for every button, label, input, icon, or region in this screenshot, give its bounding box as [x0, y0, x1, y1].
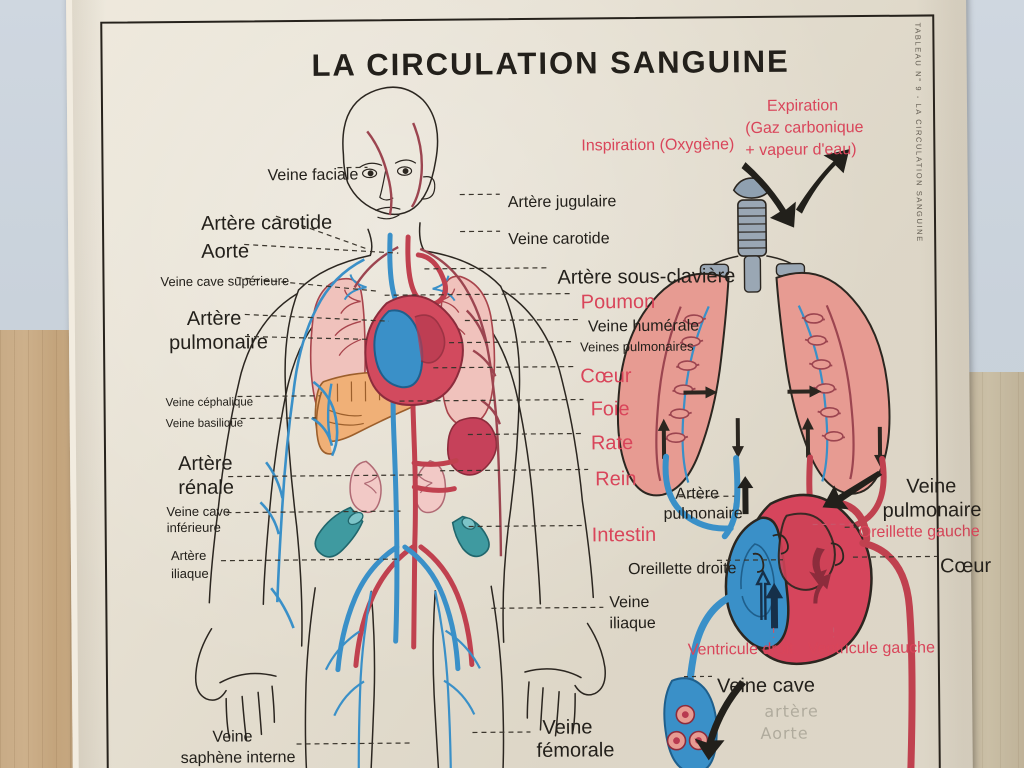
anatomy-label-left-15: saphène interne: [180, 749, 296, 768]
margin-imprint: TABLEAU N° 9 - LA CIRCULATION SANGUINE: [913, 22, 925, 243]
anatomy-label-right-3: Poumon: [580, 290, 656, 314]
intestine-organ: [314, 506, 490, 558]
anatomy-label-right-13: Veine: [542, 716, 593, 739]
anatomy-label-left-9: rénale: [178, 476, 235, 500]
heart-organ-body: [364, 294, 464, 407]
leader-lines-body: [220, 166, 604, 745]
inspiration-label: Inspiration (Oxygène): [581, 136, 735, 155]
lung-capillaries: [655, 304, 855, 483]
anatomical-poster: LA CIRCULATION SANGUINE: [66, 0, 991, 768]
anatomy-label-right-5: Veines pulmonaires: [580, 338, 694, 355]
circulation-schematic: [616, 149, 937, 768]
anatomy-label-right-12: iliaque: [609, 614, 656, 633]
schematic-label-6: Cœur: [939, 554, 992, 578]
pencil-note-artere: artère: [764, 701, 819, 721]
anatomy-label-right-2: Artère sous-clavière: [557, 265, 736, 289]
anatomy-label-left-11: inférieure: [166, 519, 221, 536]
respiration-arrows: [694, 149, 883, 761]
schematic-flow-arrows: [737, 476, 754, 515]
anatomy-label-left-7: Veine basilique: [165, 417, 244, 431]
lung-right-schematic: [775, 271, 891, 495]
anatomy-label-left-1: Artère carotide: [200, 211, 333, 235]
anatomy-label-right-0: Artère jugulaire: [507, 193, 617, 212]
schematic-label-9: Veine cave: [716, 674, 816, 698]
expiration-label-line1: Expiration: [766, 97, 839, 115]
anatomy-label-left-5: pulmonaire: [168, 331, 269, 355]
schematic-label-4: Oreillette gauche: [858, 523, 980, 542]
anatomy-label-left-10: Veine cave: [166, 503, 231, 520]
schematic-label-2: Veine: [906, 475, 957, 498]
expiration-label-line2: (Gaz carbonique: [745, 119, 864, 138]
schematic-label-8: Ventricule gauche: [807, 639, 936, 658]
schematic-label-1: pulmonaire: [663, 505, 743, 523]
anatomy-label-right-4: Veine humérale: [587, 317, 700, 336]
anatomy-label-left-13: iliaque: [170, 565, 209, 582]
heart-schematic: [724, 493, 873, 666]
anatomy-label-right-11: Veine: [609, 593, 650, 612]
schematic-label-5: Oreillette droite: [627, 560, 737, 579]
anatomy-label-left-2: Aorte: [201, 240, 250, 263]
anatomy-label-left-0: Veine faciale: [267, 166, 359, 185]
anatomy-label-left-12: Artère: [170, 547, 207, 564]
anatomy-label-right-7: Foie: [590, 398, 630, 421]
anatomy-label-left-4: Artère: [186, 307, 242, 330]
anatomy-label-right-1: Veine carotide: [508, 230, 610, 249]
anatomy-label-right-10: Intestin: [591, 523, 657, 547]
anatomy-label-right-9: Rein: [595, 468, 637, 491]
schematic-label-7: Ventricule droit: [687, 640, 794, 659]
anatomy-label-left-3: Veine cave supérieure: [160, 273, 290, 290]
venous-branches: [259, 258, 365, 629]
anatomy-label-left-8: Artère: [178, 452, 233, 476]
anatomy-label-left-6: Veine céphalique: [165, 396, 254, 410]
anatomy-label-right-8: Rate: [590, 432, 634, 455]
pencil-note-aorte: Aorte: [760, 723, 809, 743]
leader-lines-schematic: [678, 495, 937, 561]
schematic-label-3: pulmonaire: [882, 499, 982, 522]
expiration-label-line3: + vapeur d'eau): [745, 141, 857, 160]
schematic-label-0: Artère: [675, 485, 720, 503]
spleen-organ: [446, 417, 498, 476]
anatomy-label-right-6: Cœur: [580, 365, 632, 388]
anatomy-label-right-14: fémorale: [536, 739, 615, 762]
human-body-diagram: [194, 86, 606, 768]
wood-surface-right: [964, 372, 1024, 768]
anatomy-label-left-14: Veine: [212, 728, 253, 746]
arterial-branches: [353, 122, 503, 557]
